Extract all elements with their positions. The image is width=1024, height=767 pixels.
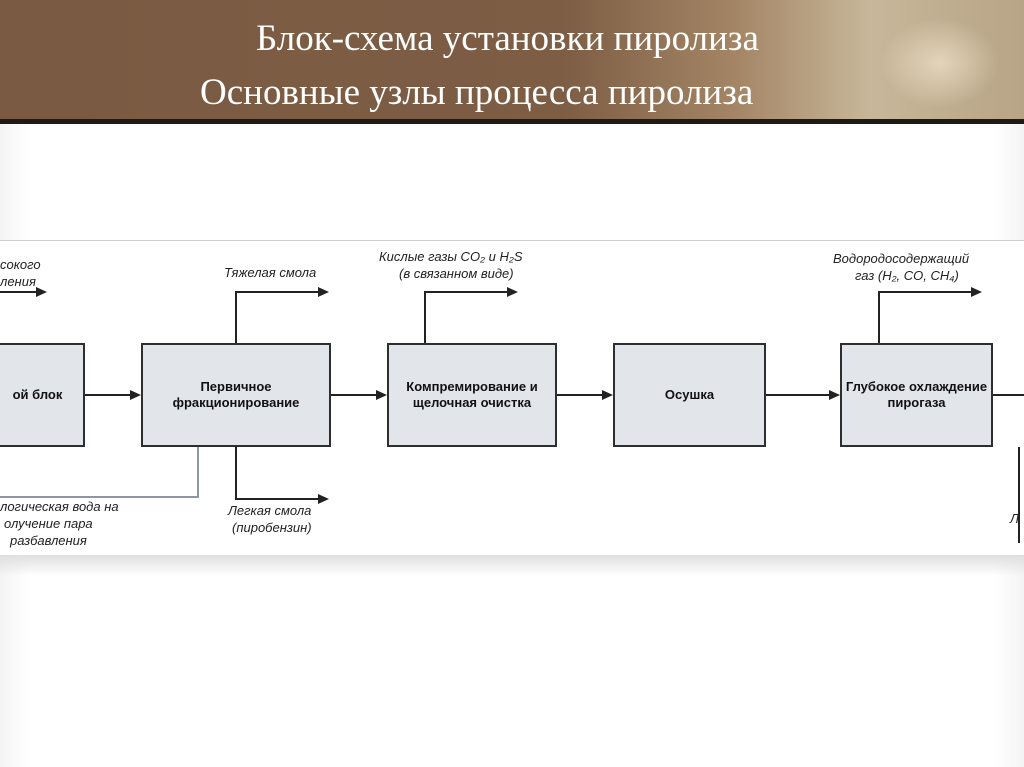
label-acid-gases-line2: (в связанном виде) bbox=[399, 265, 514, 281]
arrowhead-fractionation-to-compression bbox=[376, 390, 387, 400]
arrow-cooling-out bbox=[993, 394, 1024, 396]
label-process-water-line1: логическая вода на bbox=[0, 499, 119, 514]
light-resin-line bbox=[235, 498, 319, 500]
top-left-arrow-line bbox=[0, 291, 38, 293]
arrowhead-left-to-fractionation bbox=[130, 390, 141, 400]
top-left-arrow-head bbox=[36, 287, 47, 297]
block-primary-fractionation-label: Первичное фракционирование bbox=[172, 378, 300, 410]
light-resin-arrowhead bbox=[318, 494, 329, 504]
label-hydrogen-gas-line2: газ (H₂, CO, CH₄) bbox=[855, 267, 959, 283]
block-deep-cooling-label: Глубокое охлаждение пирогаза bbox=[845, 378, 988, 410]
arrowhead-drying-to-cooling bbox=[829, 390, 840, 400]
label-acid-gases: Кислые газы CO₂ и H₂S (в связанном виде) bbox=[379, 249, 523, 283]
slide-subtitle: Основные узлы процесса пиролиза bbox=[200, 72, 754, 113]
heavy-resin-arrowhead bbox=[318, 287, 329, 297]
label-acid-gases-line1: Кислые газы CO₂ и H₂S bbox=[379, 249, 523, 264]
process-water-line bbox=[0, 496, 199, 498]
acid-gases-arrowhead bbox=[507, 287, 518, 297]
hydrogen-gas-arrowhead bbox=[971, 287, 982, 297]
arrow-left-to-fractionation bbox=[85, 394, 131, 396]
heavy-resin-riser bbox=[235, 291, 237, 343]
label-process-water-line2: олучение пара bbox=[4, 515, 93, 531]
label-light-resin-line1: Легкая смола bbox=[228, 503, 312, 518]
header-divider bbox=[0, 119, 1024, 124]
right-edge-line bbox=[1018, 447, 1020, 543]
arrowhead-compression-to-drying bbox=[602, 390, 613, 400]
header-decoration bbox=[880, 18, 1000, 108]
hydrogen-gas-riser bbox=[878, 291, 880, 343]
acid-gases-riser bbox=[424, 291, 426, 343]
label-process-water-line3: разбавления bbox=[10, 532, 87, 548]
block-drying-label: Осушка bbox=[664, 386, 715, 402]
block-primary-fractionation: Первичное фракционирование bbox=[141, 343, 331, 447]
block-compression-label: Компремирование и щелочная очистка bbox=[406, 378, 538, 410]
block-compression: Компремирование и щелочная очистка bbox=[387, 343, 557, 447]
label-right-partial: Л bbox=[1010, 511, 1019, 526]
label-heavy-resin: Тяжелая смола bbox=[224, 265, 317, 280]
arrow-drying-to-cooling bbox=[766, 394, 830, 396]
slide-header: Блок-схема установки пиролиза Основные у… bbox=[0, 0, 1024, 122]
acid-gases-line bbox=[424, 291, 508, 293]
label-top-left-line2: ления bbox=[0, 273, 36, 289]
label-top-left: сокого ления bbox=[0, 257, 41, 291]
block-drying: Осушка bbox=[613, 343, 766, 447]
heavy-resin-line bbox=[235, 291, 319, 293]
light-resin-drop bbox=[235, 447, 237, 499]
label-hydrogen-gas-line1: Водородосодержащий bbox=[833, 251, 970, 266]
label-process-water: логическая вода на олучение пара разбавл… bbox=[0, 499, 119, 550]
label-top-left-line1: сокого bbox=[0, 257, 41, 272]
block-deep-cooling: Глубокое охлаждение пирогаза bbox=[840, 343, 993, 447]
arrow-compression-to-drying bbox=[557, 394, 603, 396]
pyrolysis-flowchart: сокого ления ой блок Первичное фракциони… bbox=[0, 240, 1024, 555]
label-hydrogen-gas: Водородосодержащий газ (H₂, CO, CH₄) bbox=[833, 251, 969, 285]
block-left-partial: ой блок bbox=[0, 343, 85, 447]
slide-title: Блок-схема установки пиролиза bbox=[256, 18, 759, 59]
block-left-partial-label: ой блок bbox=[12, 386, 63, 402]
arrow-fractionation-to-compression bbox=[331, 394, 377, 396]
hydrogen-gas-line bbox=[878, 291, 972, 293]
label-light-resin-line2: (пиробензин) bbox=[232, 519, 312, 535]
label-light-resin: Легкая смола (пиробензин) bbox=[228, 503, 312, 537]
process-water-drop bbox=[197, 447, 199, 497]
